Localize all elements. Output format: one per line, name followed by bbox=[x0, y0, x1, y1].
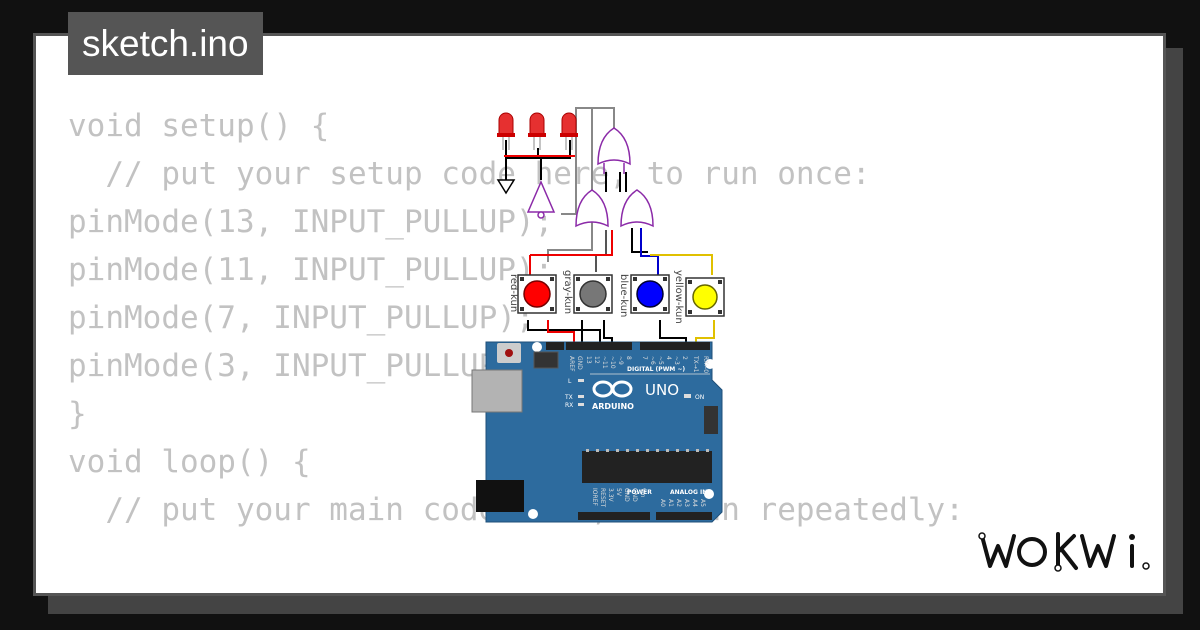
button-label: red-kun bbox=[508, 274, 519, 312]
button-label: yellow-kun bbox=[673, 270, 684, 324]
pin-label: 13 bbox=[585, 356, 592, 364]
pushbutton-gray[interactable]: gray-kun bbox=[562, 270, 613, 314]
pushbutton-yellow[interactable]: yellow-kun bbox=[673, 270, 725, 324]
code-line: pinMode(11, INPUT_PULLUP); bbox=[68, 252, 554, 288]
pin-label: A0 bbox=[659, 499, 666, 507]
code-line: } bbox=[68, 396, 87, 432]
pin-label: 12 bbox=[593, 356, 600, 364]
pin-label: Vin bbox=[639, 488, 646, 498]
board-model: UNO bbox=[645, 381, 679, 399]
pushbutton-blue[interactable]: blue-kun bbox=[618, 274, 670, 317]
on-label: ON bbox=[695, 394, 704, 401]
microcontroller-chip bbox=[582, 451, 712, 483]
or-gate-icon[interactable] bbox=[575, 189, 609, 228]
pin-label: A3 bbox=[683, 499, 690, 507]
wokwi-logo bbox=[978, 532, 1150, 572]
pin-label: 7 bbox=[641, 356, 648, 360]
pin-label: A5 bbox=[699, 499, 706, 507]
pin-label: A1 bbox=[667, 499, 674, 507]
pin-label: A4 bbox=[691, 499, 698, 507]
ground-symbol-icon bbox=[496, 179, 516, 195]
pin-label-aref: AREF bbox=[568, 356, 575, 372]
header-digital-high bbox=[566, 342, 632, 350]
code-line: // put your setup code here, to run once… bbox=[68, 156, 871, 192]
arduino-logo-icon bbox=[592, 380, 633, 398]
led-tx-label: TX bbox=[564, 394, 573, 401]
pin-label: GND bbox=[623, 488, 630, 502]
not-gate-icon[interactable] bbox=[526, 180, 556, 219]
wokwi-logo-text: WOKWi bbox=[0, 0, 1, 1]
led-icon[interactable] bbox=[497, 112, 515, 150]
led-icon[interactable] bbox=[528, 112, 546, 150]
code-line: void setup() { bbox=[68, 108, 330, 144]
power-jack bbox=[476, 480, 524, 512]
analog-label: ANALOG IN bbox=[670, 489, 707, 496]
power-label: POWER bbox=[627, 489, 652, 496]
header-digital-low bbox=[640, 342, 710, 350]
digital-label: DIGITAL (PWM ~) bbox=[627, 366, 685, 373]
pushbutton-red[interactable]: red-kun bbox=[508, 274, 557, 314]
or-gate-icon[interactable] bbox=[620, 189, 654, 228]
pin-label: ~3 bbox=[673, 356, 680, 365]
pin-label: ~6 bbox=[649, 356, 656, 365]
pin-label: ~9 bbox=[617, 356, 624, 365]
pin-label: IOREF bbox=[591, 488, 598, 506]
pin-label: ~11 bbox=[601, 356, 608, 369]
circuit-diagram: red-kun gray-kun blue-kun yellow-kun bbox=[471, 107, 725, 523]
arduino-uno-board[interactable]: AREF GND 13 12 ~11 ~10 ~9 8 7 ~6 ~5 4 ~3… bbox=[471, 341, 723, 523]
pin-label: RX←0 bbox=[702, 356, 709, 373]
pin-label: 4 bbox=[665, 356, 672, 360]
board-brand: ARDUINO bbox=[592, 402, 634, 411]
file-tab[interactable]: sketch.ino bbox=[68, 12, 263, 75]
pin-label: TX→1 bbox=[692, 355, 699, 373]
pin-label: ~10 bbox=[609, 356, 616, 369]
code-line: pinMode(13, INPUT_PULLUP); bbox=[68, 204, 554, 240]
led-l-label: L bbox=[568, 378, 572, 385]
pin-label: ~5 bbox=[657, 356, 664, 365]
pin-label: A2 bbox=[675, 499, 682, 507]
code-line: pinMode(7, INPUT_PULLUP); bbox=[68, 300, 535, 336]
or-gate-icon[interactable] bbox=[597, 127, 631, 174]
code-line: void loop() { bbox=[68, 444, 311, 480]
usb-connector bbox=[471, 369, 523, 413]
pin-label: GND bbox=[631, 488, 638, 502]
pin-label-gnd: GND bbox=[576, 356, 583, 370]
button-label: blue-kun bbox=[618, 274, 629, 317]
pin-label: 5V bbox=[615, 488, 622, 497]
code-view: void setup() { // put your setup code he… bbox=[68, 102, 964, 534]
led-rx-label: RX bbox=[565, 402, 573, 409]
led-icon[interactable] bbox=[560, 112, 578, 150]
pin-label: 8 bbox=[625, 356, 632, 360]
editor-card: void setup() { // put your setup code he… bbox=[33, 33, 1166, 596]
pin-label: RESET bbox=[599, 488, 606, 508]
pin-label: 3.3V bbox=[607, 488, 614, 503]
pin-label: 2 bbox=[681, 356, 688, 360]
button-label: gray-kun bbox=[562, 270, 573, 314]
